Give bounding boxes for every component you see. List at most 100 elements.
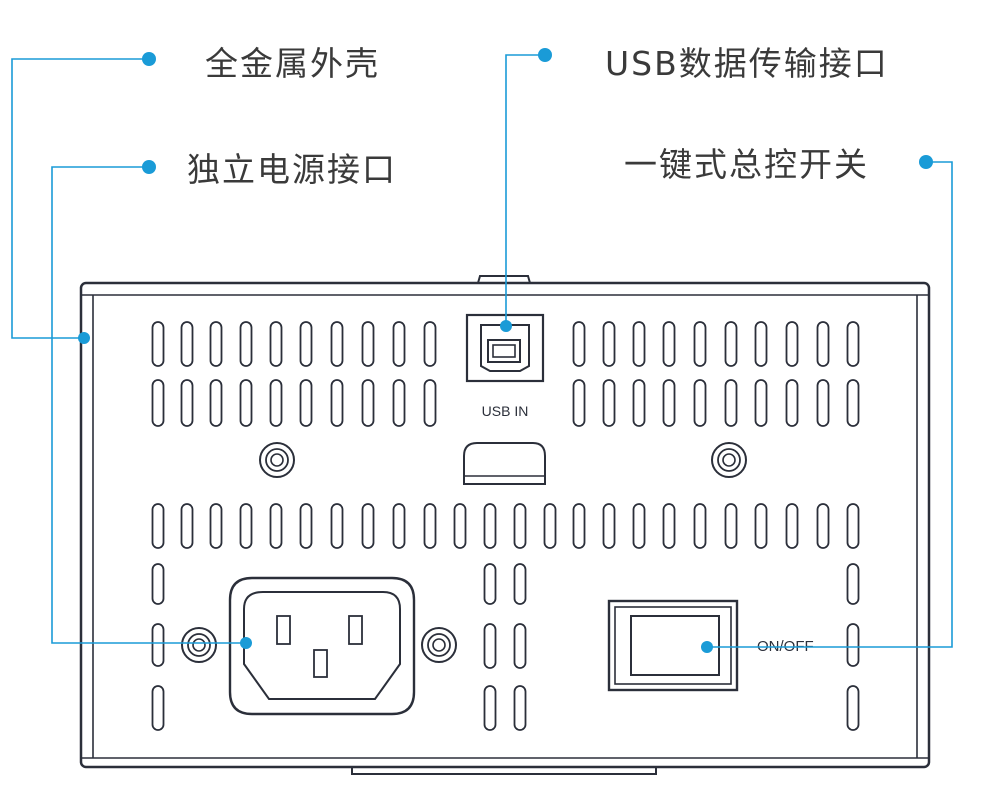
- vent-slot-icon: [392, 503, 406, 549]
- vent-slot-icon: [662, 321, 676, 367]
- callout-dots: [78, 48, 933, 653]
- dot-icon: [919, 155, 933, 169]
- vent-slot-icon: [513, 623, 527, 669]
- vent-slot-icon: [602, 379, 616, 427]
- vent-slot-icon: [423, 379, 437, 427]
- vent-slot-icon: [299, 379, 313, 427]
- vent-slot-icon: [816, 503, 830, 549]
- vent-slot-icon: [693, 503, 707, 549]
- vent-slot-icon: [151, 623, 165, 667]
- vent-slot-icon: [483, 685, 497, 731]
- vent-slot-icon: [785, 379, 799, 427]
- vent-slot-icon: [816, 379, 830, 427]
- screws: [181, 442, 747, 663]
- vent-slot-icon: [269, 379, 283, 427]
- vent-slot-icon: [330, 503, 344, 549]
- vent-slot-icon: [724, 321, 738, 367]
- callout-power-port: 独立电源接口: [187, 150, 397, 189]
- vent-slot-icon: [632, 321, 646, 367]
- callout-lines: [11, 54, 953, 648]
- usb-port[interactable]: [465, 313, 545, 383]
- vent-slot-icon: [180, 379, 194, 427]
- vent-slot-icon: [151, 379, 165, 427]
- dot-icon: [142, 52, 156, 66]
- vent-slot-icon: [483, 623, 497, 669]
- vent-slot-icon: [632, 379, 646, 427]
- vent-slot-icon: [754, 503, 768, 549]
- vent-slot-icon: [239, 379, 253, 427]
- dot-icon: [701, 641, 713, 653]
- vent-slot-icon: [483, 503, 497, 549]
- vent-slot-icon: [483, 563, 497, 605]
- vent-slot-icon: [151, 685, 165, 731]
- screw-icon: [181, 627, 217, 663]
- vent-slot-icon: [662, 379, 676, 427]
- vent-slot-icon: [572, 503, 586, 549]
- vent-slot-icon: [846, 563, 860, 605]
- dot-icon: [500, 320, 512, 332]
- vent-slot-icon: [632, 503, 646, 549]
- vent-slot-icon: [269, 503, 283, 549]
- vent-slot-icon: [239, 321, 253, 367]
- leader-master-switch: [707, 161, 953, 648]
- vent-slot-icon: [299, 503, 313, 549]
- vent-slot-icon: [846, 623, 860, 667]
- vent-slot-icon: [816, 321, 830, 367]
- socket-pin-ground: [313, 649, 328, 678]
- callout-master-switch: 一键式总控开关: [624, 145, 869, 184]
- vent-slots: [151, 321, 860, 731]
- vent-slot-icon: [330, 321, 344, 367]
- vent-slot-icon: [330, 379, 344, 427]
- vent-slot-icon: [209, 379, 223, 427]
- shell-frame: [81, 294, 929, 759]
- vent-slot-icon: [392, 379, 406, 427]
- vent-slot-icon: [602, 321, 616, 367]
- vent-slot-icon: [151, 321, 165, 367]
- vent-slot-icon: [423, 503, 437, 549]
- screw-icon: [711, 442, 747, 478]
- leader-power-port: [51, 166, 246, 644]
- vent-slot-icon: [662, 503, 676, 549]
- vent-slot-icon: [846, 685, 860, 731]
- top-tab: [477, 275, 531, 284]
- leader-metal-shell: [11, 58, 149, 339]
- vent-slot-icon: [724, 503, 738, 549]
- bottom-foot: [351, 767, 657, 775]
- vent-slot-icon: [269, 321, 283, 367]
- vent-slot-icon: [239, 503, 253, 549]
- vent-slot-icon: [602, 503, 616, 549]
- power-switch[interactable]: [607, 599, 739, 692]
- vent-slot-icon: [785, 503, 799, 549]
- screw-icon: [259, 442, 295, 478]
- vent-slot-icon: [180, 503, 194, 549]
- vent-slot-icon: [453, 503, 467, 549]
- dot-icon: [142, 160, 156, 174]
- vent-slot-icon: [724, 379, 738, 427]
- socket-pin-right: [348, 615, 363, 645]
- dot-icon: [240, 637, 252, 649]
- vent-slot-icon: [572, 321, 586, 367]
- vent-slot-icon: [209, 321, 223, 367]
- leader-usb-port: [505, 54, 545, 326]
- screw-icon: [421, 627, 457, 663]
- socket-pin-left: [276, 615, 291, 645]
- vent-slot-icon: [572, 379, 586, 427]
- vent-slot-icon: [151, 503, 165, 549]
- dot-icon: [78, 332, 90, 344]
- cable-clip: [463, 442, 546, 485]
- power-socket[interactable]: [228, 576, 416, 716]
- vent-slot-icon: [846, 321, 860, 367]
- callout-metal-shell: 全金属外壳: [205, 44, 380, 83]
- vent-slot-icon: [754, 321, 768, 367]
- vent-slot-icon: [209, 503, 223, 549]
- vent-slot-icon: [754, 379, 768, 427]
- vent-slot-icon: [361, 379, 375, 427]
- vent-slot-icon: [693, 379, 707, 427]
- vent-slot-icon: [392, 321, 406, 367]
- dot-icon: [538, 48, 552, 62]
- vent-slot-icon: [846, 379, 860, 427]
- vent-slot-icon: [785, 321, 799, 367]
- usb-in-label: USB IN: [482, 403, 529, 419]
- vent-slot-icon: [513, 563, 527, 605]
